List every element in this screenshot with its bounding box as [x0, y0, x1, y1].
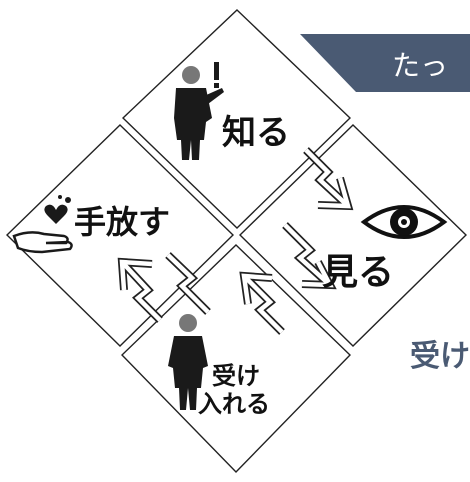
businessman-standing-icon: [168, 314, 208, 410]
businessman-exclaiming-icon: [174, 62, 224, 160]
stage-label-see: 見る: [322, 251, 395, 293]
banner-shape: [300, 34, 470, 92]
eye-icon: [360, 205, 448, 239]
diamond-release: [5, 124, 235, 347]
hand-releasing-heart-icon: [12, 195, 73, 254]
banner-title: たっ: [392, 49, 449, 82]
diamond-see: [238, 124, 468, 347]
diamond-know: [121, 9, 352, 229]
stage-label-know: 知る: [222, 113, 290, 153]
side-heading: 受け: [410, 339, 470, 374]
stage-label-release: 手放す: [74, 203, 171, 241]
stage-label-accept-line1: 受け: [212, 361, 260, 390]
arrow-know-to-see-inner: [304, 148, 352, 209]
stage-label-accept-line2: 入れる: [198, 389, 270, 418]
